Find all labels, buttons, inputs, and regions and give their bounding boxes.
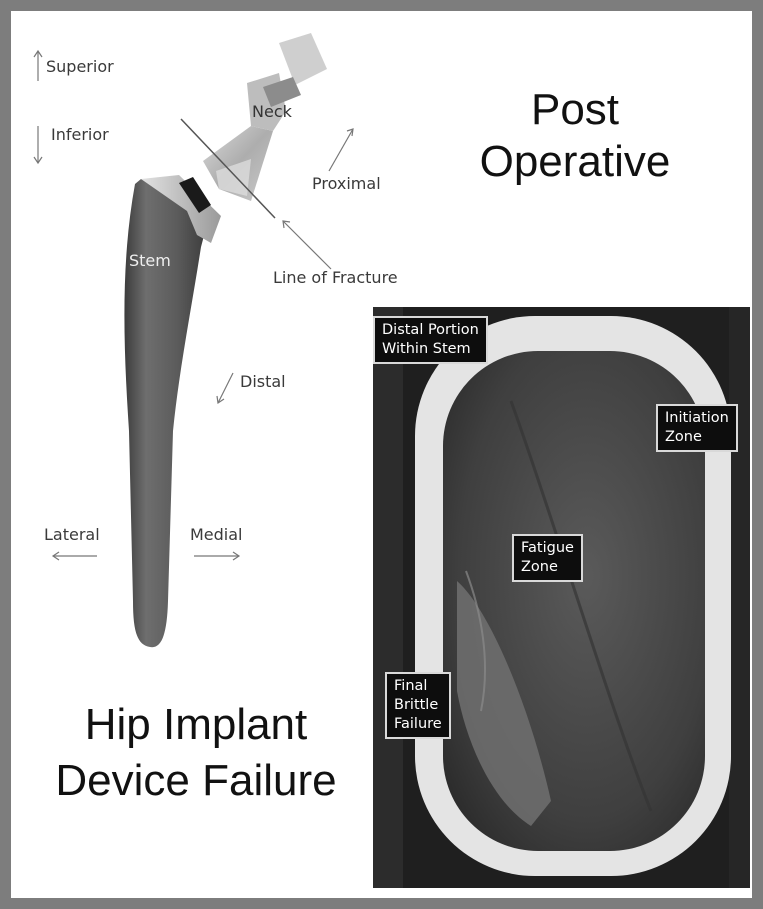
initiation-zone-label-line1: Initiation [665,409,729,428]
brittle-label-line1: Final [394,677,442,696]
distal-portion-label-line1: Distal Portion [382,321,479,340]
brittle-label-line3: Failure [394,715,442,734]
brittle-label-line2: Brittle [394,696,442,715]
fracture-surface-photo [11,11,752,898]
distal-portion-label: Distal Portion Within Stem [373,316,488,364]
initiation-zone-label: Initiation Zone [656,404,738,452]
fatigue-zone-label-line1: Fatigue [521,539,574,558]
figure-panel: Neck Stem Line of Fracture Superior Infe… [11,11,752,898]
distal-portion-label-line2: Within Stem [382,340,479,359]
final-brittle-failure-label: Final Brittle Failure [385,672,451,739]
fatigue-zone-label: Fatigue Zone [512,534,583,582]
fatigue-zone-label-line2: Zone [521,558,574,577]
initiation-zone-label-line2: Zone [665,428,729,447]
